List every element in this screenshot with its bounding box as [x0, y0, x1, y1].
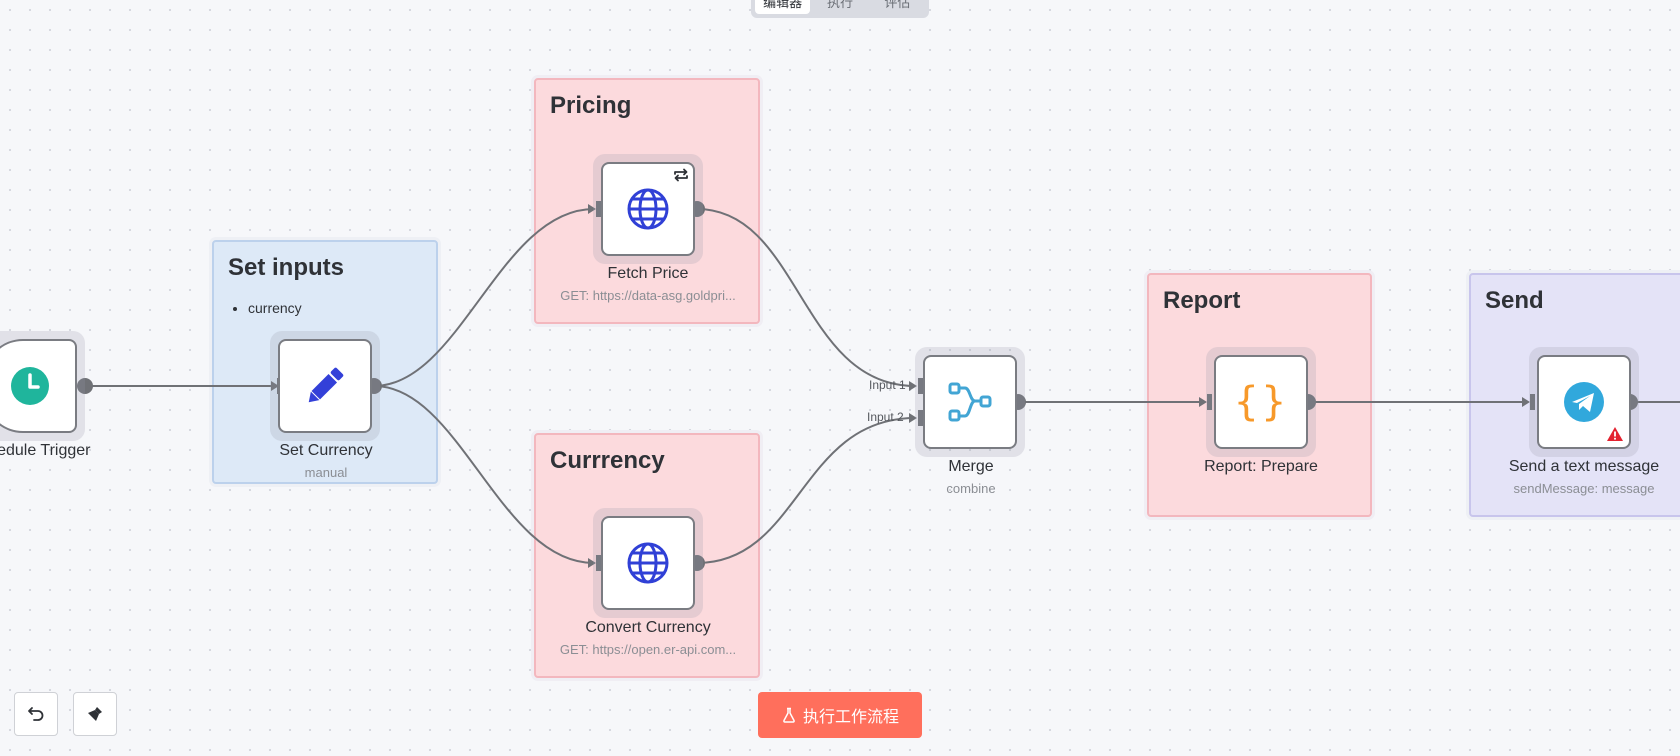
tab-editor[interactable]: 编辑器	[755, 0, 811, 14]
fetch-price-node[interactable]	[593, 154, 703, 264]
sticky-title: Set inputs	[228, 254, 345, 281]
broom-icon	[88, 707, 102, 721]
merge-icon	[948, 382, 992, 422]
node-box[interactable]	[1537, 355, 1631, 449]
set-currency-node[interactable]	[270, 331, 380, 441]
report-prepare-node[interactable]: {}	[1206, 347, 1316, 457]
send-message-node[interactable]	[1529, 347, 1639, 457]
convert-currency-node[interactable]	[593, 508, 703, 618]
node-subtitle: manual	[304, 465, 348, 480]
node-label: Set Currency	[279, 442, 373, 459]
sticky-bullets: currency	[228, 300, 302, 316]
node-subtitle: combine	[946, 481, 996, 496]
flask-icon	[783, 707, 795, 723]
tab-evaluations[interactable]: 评估	[884, 0, 911, 10]
execute-workflow-label: 执行工作流程	[802, 709, 899, 726]
node-subtitle: sendMessage: message	[1513, 481, 1655, 496]
telegram-icon	[1564, 382, 1604, 422]
node-box[interactable]	[923, 355, 1017, 449]
globe-icon	[627, 542, 669, 584]
undo-icon	[28, 707, 44, 721]
node-subtitle: GET: https://data-asg.goldpri...	[560, 288, 736, 303]
execute-workflow-button[interactable]: 执行工作流程	[758, 692, 922, 738]
sticky-title: Pricing	[550, 92, 632, 119]
merge-input-2-label: Input 2	[867, 410, 904, 424]
schedule-trigger-node[interactable]	[0, 331, 85, 441]
node-box[interactable]	[601, 162, 695, 256]
sticky-title: Report	[1163, 287, 1241, 314]
node-box[interactable]	[278, 339, 372, 433]
node-label: Convert Currency	[585, 619, 711, 636]
node-subtitle: GET: https://open.er-api.com...	[559, 642, 737, 657]
repeat-icon	[674, 168, 688, 182]
node-label: Report: Prepare	[1204, 458, 1318, 475]
merge-node[interactable]	[915, 347, 1025, 457]
node-label: Schedule Trigger	[0, 442, 91, 459]
tab-executions[interactable]: 执行	[826, 0, 853, 10]
editor-tabs: 编辑器 执行 评估	[751, 0, 929, 18]
sticky-title: Send	[1485, 287, 1544, 314]
node-label: Fetch Price	[607, 265, 689, 282]
sticky-title: Currrency	[550, 447, 665, 474]
clear-button[interactable]	[73, 692, 117, 736]
node-box[interactable]	[601, 516, 695, 610]
code-braces-icon: {}	[1233, 379, 1289, 425]
undo-button[interactable]	[14, 692, 58, 736]
node-box[interactable]: {}	[1214, 355, 1308, 449]
node-box[interactable]	[0, 339, 77, 433]
sticky-bullet-item: currency	[248, 300, 302, 316]
pencil-icon	[308, 367, 344, 403]
node-label: Send a text message	[1508, 458, 1660, 475]
clock-icon	[11, 367, 49, 405]
merge-input-1-label: Input 1	[869, 378, 906, 392]
node-label: Merge	[948, 458, 994, 475]
warning-icon	[1607, 427, 1623, 441]
globe-icon	[627, 188, 669, 230]
